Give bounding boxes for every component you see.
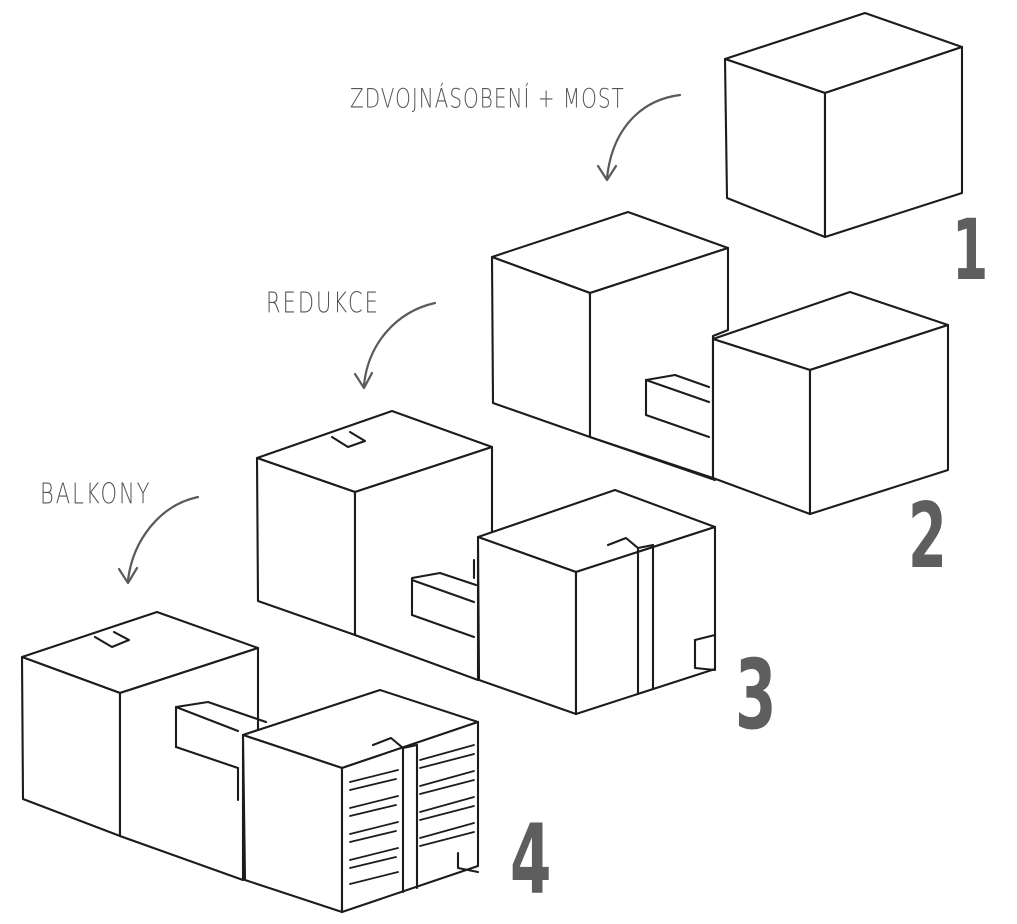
- step-number-1: 1: [952, 201, 989, 299]
- step-4-massing: [20, 610, 480, 914]
- arrow-doubling-bridge: [596, 93, 682, 182]
- arrow-reduction: [353, 301, 437, 390]
- balconies-right-column: [419, 744, 475, 847]
- arrow-balconies: [117, 495, 200, 585]
- step-1-cube: [723, 11, 964, 239]
- step-2-massing: [490, 210, 950, 516]
- step-number-4: 4: [510, 804, 552, 916]
- label-balconies: BALKONY: [40, 478, 152, 511]
- step-3-massing: [255, 409, 717, 716]
- label-reduction: REDUKCE: [266, 287, 380, 320]
- step-number-2: 2: [908, 484, 947, 589]
- balconies-left-column: [349, 769, 399, 885]
- step-number-3: 3: [735, 639, 777, 751]
- label-doubling-bridge: ZDVOJNÁSOBENÍ + MOST: [350, 82, 625, 115]
